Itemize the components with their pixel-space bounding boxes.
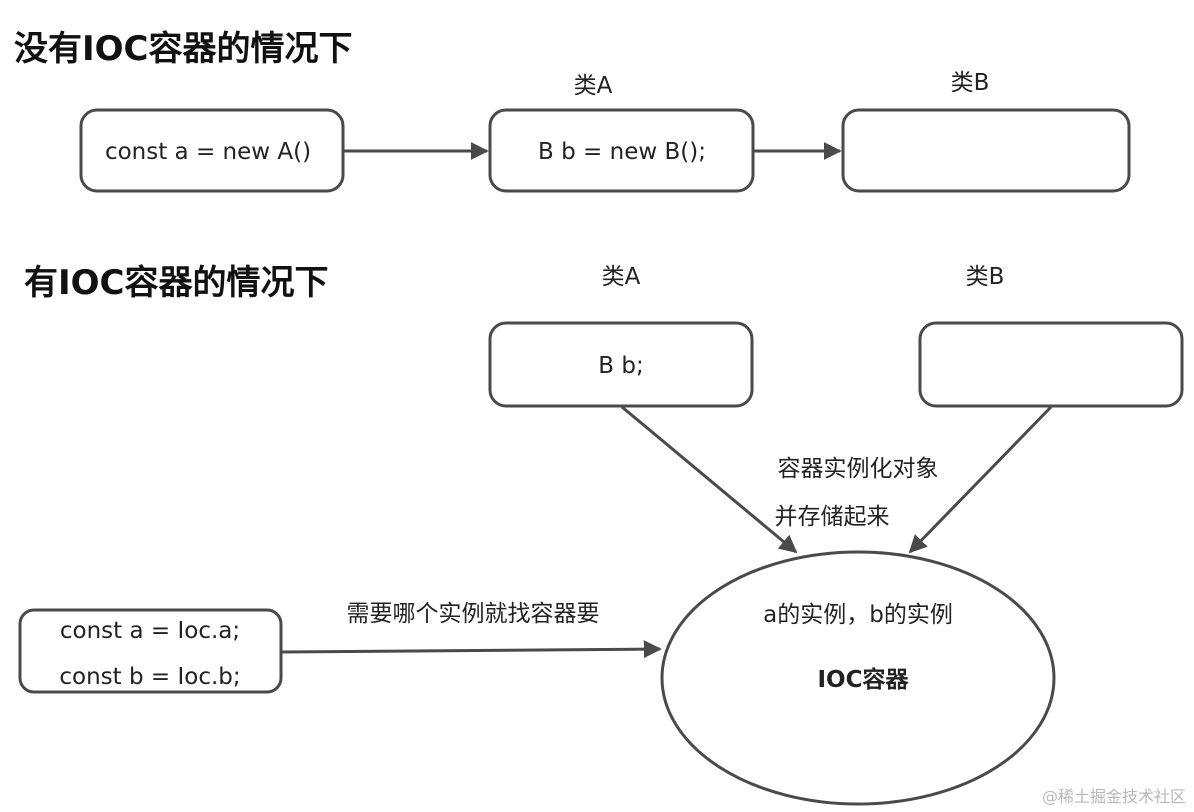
section1-class-a-label: 类A <box>574 73 613 99</box>
ioc-caller-code-line1: const a = Ioc.a; <box>60 618 240 644</box>
caller-code: const a = new A() <box>105 139 311 165</box>
ioc-container-ellipse <box>660 550 1056 806</box>
container-note-line2: 并存储起来 <box>775 504 890 530</box>
ioc-caller-code-line2: const b = Ioc.b; <box>59 664 240 690</box>
section2-title: 有IOC容器的情况下 <box>24 263 329 303</box>
ioc-class-a-box <box>488 321 754 408</box>
arrow-class-b-to-container <box>908 405 1053 554</box>
arrow-caller-to-container <box>280 640 662 659</box>
section2-class-b-label: 类B <box>966 264 1005 290</box>
request-label: 需要哪个实例就找容器要 <box>347 601 600 627</box>
watermark: @稀土掘金技术社区 <box>1042 787 1186 806</box>
container-note-line1: 容器实例化对象 <box>778 456 939 482</box>
arrow-class-a-to-container <box>621 405 798 554</box>
container-name: IOC容器 <box>818 666 910 693</box>
class-a-code: B b = new B(); <box>538 139 706 165</box>
class-b-box <box>841 108 1131 193</box>
ioc-class-b-box <box>918 321 1184 408</box>
section2-class-a-label: 类A <box>602 264 641 290</box>
section1-title: 没有IOC容器的情况下 <box>14 29 353 69</box>
container-contents: a的实例，b的实例 <box>763 602 953 628</box>
ioc-class-a-code: B b; <box>598 353 643 379</box>
section1-class-b-label: 类B <box>951 70 990 96</box>
